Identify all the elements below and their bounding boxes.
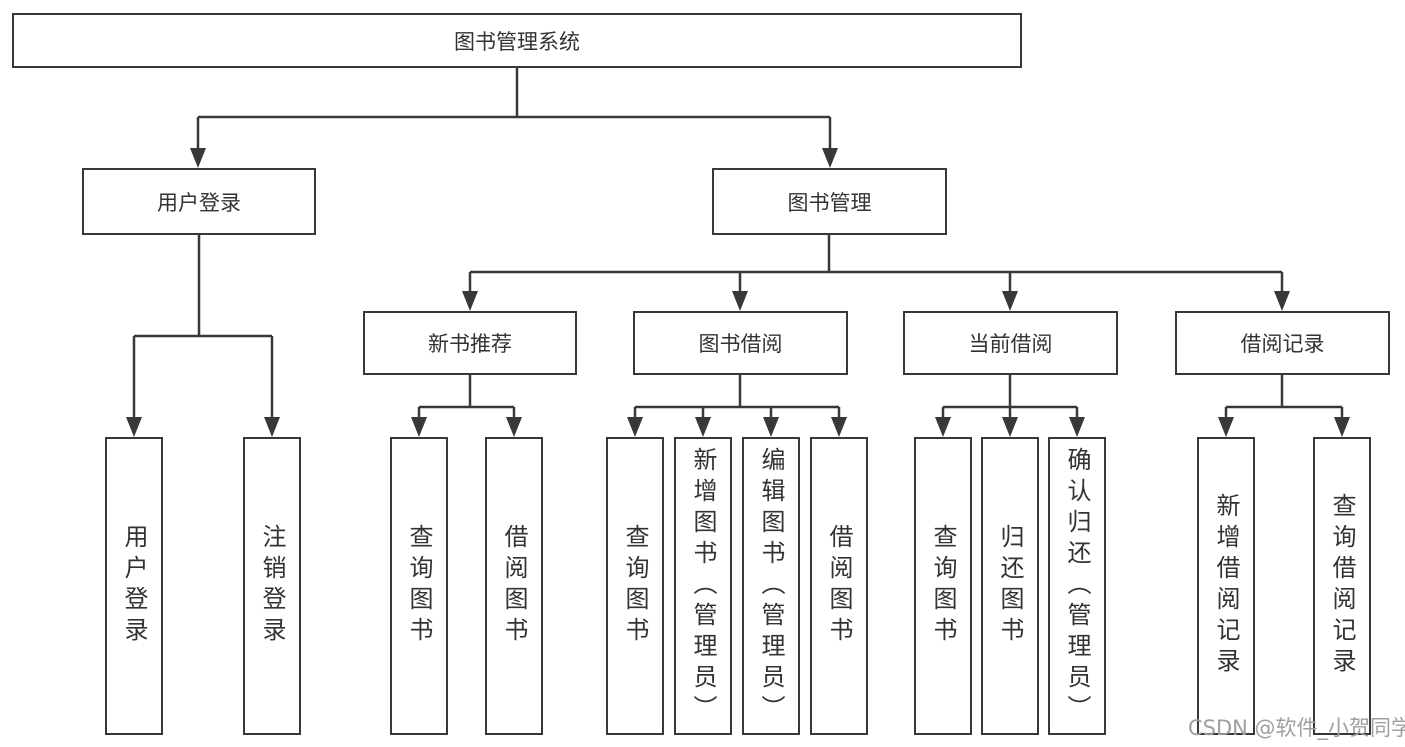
leaf-return-book: 归还图书	[981, 437, 1039, 735]
leaf-add-book-admin: 新增图书（管理员）	[674, 437, 732, 735]
leaf-logout-login: 注销登录	[243, 437, 301, 735]
leaf-add-borrow-record: 新增借阅记录	[1197, 437, 1255, 735]
leaf-query-borrow-record: 查询借阅记录	[1313, 437, 1371, 735]
leaf-return-book-label: 归还图书	[996, 524, 1024, 648]
leaf-borrow-books-2: 借阅图书	[810, 437, 868, 735]
node-new-book-recommend: 新书推荐	[363, 311, 577, 375]
leaf-borrow-books-2-label: 借阅图书	[825, 524, 853, 648]
leaf-logout-login-label: 注销登录	[258, 524, 286, 648]
leaf-query-books-2-label: 查询图书	[621, 524, 649, 648]
node-book-borrowing: 图书借阅	[633, 311, 848, 375]
leaf-add-borrow-record-label: 新增借阅记录	[1212, 493, 1240, 679]
node-borrowing-records: 借阅记录	[1175, 311, 1390, 375]
leaf-borrow-books: 借阅图书	[485, 437, 543, 735]
leaf-query-borrow-record-label: 查询借阅记录	[1328, 493, 1356, 679]
node-user-login-label: 用户登录	[157, 190, 241, 215]
leaf-confirm-return-admin: 确认归还（管理员）	[1048, 437, 1106, 735]
leaf-add-book-admin-label: 新增图书（管理员）	[689, 446, 717, 726]
leaf-query-books-2: 查询图书	[606, 437, 664, 735]
leaf-query-books-3-label: 查询图书	[929, 524, 957, 648]
leaf-user-login-label: 用户登录	[120, 524, 148, 648]
watermark: CSDN @软件_小贺同学	[1188, 716, 1405, 740]
arrowheads	[126, 148, 1350, 437]
node-book-management-label: 图书管理	[787, 190, 872, 215]
node-current-borrowing: 当前借阅	[903, 311, 1118, 375]
leaf-confirm-return-admin-label: 确认归还（管理员）	[1063, 446, 1091, 726]
leaf-borrow-books-label: 借阅图书	[500, 524, 528, 648]
node-current-borrowing-label: 当前借阅	[968, 332, 1053, 356]
node-root-label: 图书管理系统	[454, 29, 580, 54]
node-root: 图书管理系统	[12, 13, 1022, 68]
leaf-edit-book-admin-label: 编辑图书（管理员）	[757, 446, 785, 726]
node-new-book-recommend-label: 新书推荐	[428, 332, 512, 356]
node-book-management: 图书管理	[712, 168, 947, 235]
node-borrowing-records-label: 借阅记录	[1240, 332, 1325, 356]
leaf-query-books-label: 查询图书	[405, 524, 433, 648]
leaf-query-books-3: 查询图书	[914, 437, 972, 735]
leaf-user-login: 用户登录	[105, 437, 163, 735]
node-book-borrowing-label: 图书借阅	[698, 332, 783, 356]
node-user-login: 用户登录	[82, 168, 316, 235]
leaf-query-books: 查询图书	[390, 437, 448, 735]
leaf-edit-book-admin: 编辑图书（管理员）	[742, 437, 800, 735]
